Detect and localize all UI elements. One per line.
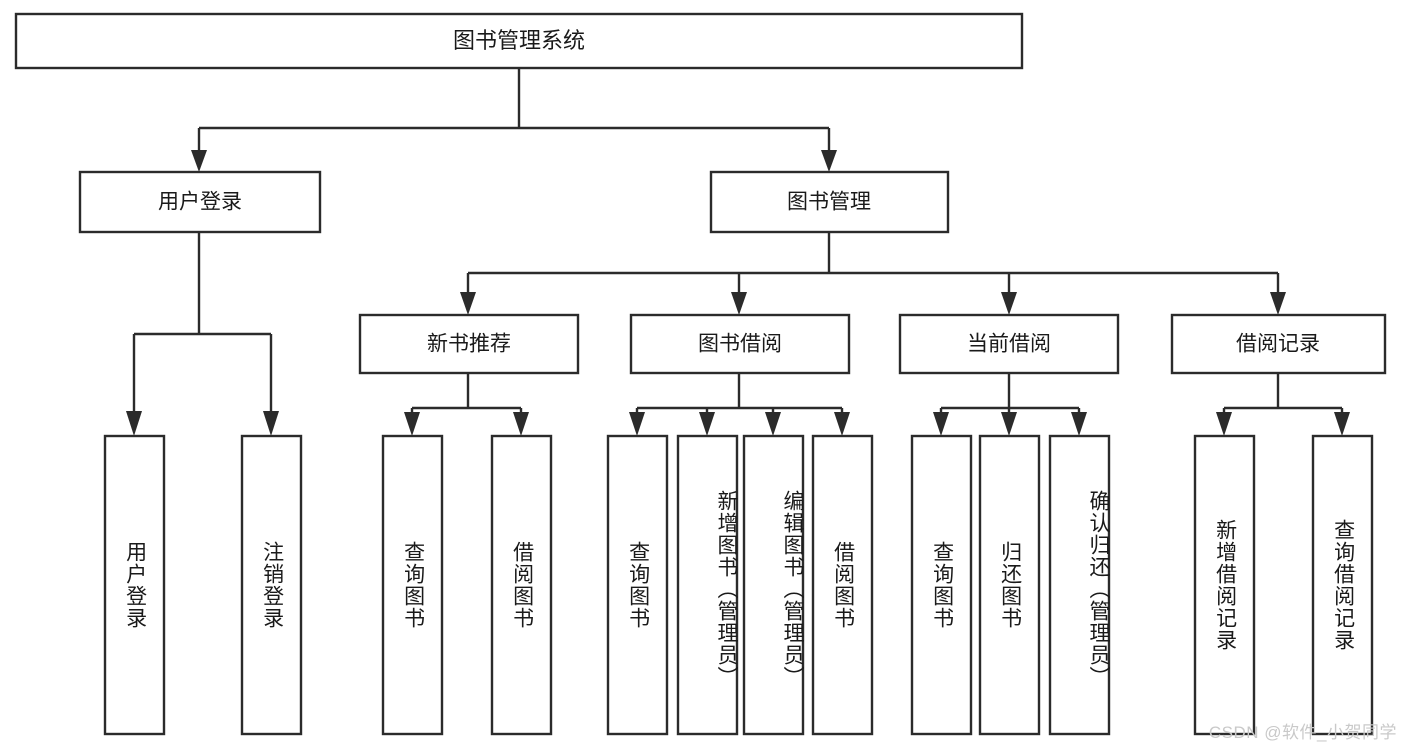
leaf-box-query-record[interactable] — [1311, 434, 1374, 736]
node-user-login-box[interactable] — [78, 170, 322, 234]
node-borrow-record-box[interactable] — [1170, 313, 1387, 375]
arrow-head-leaf-add-record — [1216, 412, 1232, 436]
node-new-book-recommend-label: 新书推荐 — [427, 333, 511, 356]
arrow-head-borrow-record — [1270, 292, 1286, 315]
arrow-head-leaf-user-login — [126, 411, 142, 436]
node-book-borrow-box[interactable] — [629, 313, 851, 375]
node-new-book-recommend-box[interactable] — [358, 313, 580, 375]
leaf-box-user-login[interactable] — [103, 434, 166, 736]
connector-group-root — [191, 68, 837, 172]
node-book-manage-box[interactable] — [709, 170, 950, 234]
connector-group-user-login — [126, 232, 279, 436]
connector-group-new-book-recommend — [404, 373, 529, 436]
leaf-box-logout[interactable] — [240, 434, 303, 736]
leaf-box-add-book[interactable] — [676, 434, 739, 736]
node-current-borrow-box[interactable] — [898, 313, 1120, 375]
connector-group-borrow-record — [1216, 373, 1350, 436]
leaf-box-query-book-1[interactable] — [381, 434, 444, 736]
leaf-box-edit-book[interactable] — [742, 434, 805, 736]
node-current-borrow-label: 当前借阅 — [967, 333, 1051, 356]
leaf-box-add-record[interactable] — [1193, 434, 1256, 736]
arrow-head-user-login — [191, 150, 207, 172]
arrow-head-leaf-query-book-3 — [933, 412, 949, 436]
node-borrow-record-label: 借阅记录 — [1236, 333, 1320, 356]
arrow-head-leaf-return-book — [1001, 412, 1017, 436]
arrow-head-leaf-query-record — [1334, 412, 1350, 436]
node-user-login-label: 用户登录 — [158, 191, 242, 214]
arrow-head-current-borrow — [1001, 292, 1017, 315]
arrow-head-leaf-logout — [263, 411, 279, 436]
node-book-manage-label: 图书管理 — [787, 191, 871, 214]
watermark-text: CSDN @软件_小贺同学 — [1208, 723, 1397, 742]
node-book-borrow-label: 图书借阅 — [698, 333, 782, 356]
leaf-box-confirm-return[interactable] — [1048, 434, 1111, 736]
node-borrow-record[interactable]: 借阅记录 — [1170, 313, 1387, 375]
node-root[interactable]: 图书管理系统 — [14, 12, 1024, 70]
connector-group-book-manage — [460, 232, 1286, 315]
node-root-box[interactable] — [14, 12, 1024, 70]
node-new-book-recommend[interactable]: 新书推荐 — [358, 313, 580, 375]
arrow-head-book-borrow — [731, 292, 747, 315]
arrow-head-leaf-borrow-book-1 — [513, 412, 529, 436]
leaf-box-borrow-book-2[interactable] — [811, 434, 874, 736]
arrow-head-new-book-recommend — [460, 292, 476, 315]
arrow-head-leaf-confirm-return — [1071, 412, 1087, 436]
connector-group-current-borrow — [933, 373, 1087, 436]
arrow-head-leaf-edit-book — [765, 412, 781, 436]
arrow-head-leaf-query-book-1 — [404, 412, 420, 436]
arrow-head-leaf-add-book — [699, 412, 715, 436]
node-book-manage[interactable]: 图书管理 — [709, 170, 950, 234]
arrow-head-leaf-query-book-2 — [629, 412, 645, 436]
leaf-box-query-book-3[interactable] — [910, 434, 973, 736]
leaf-box-query-book-2[interactable] — [606, 434, 669, 736]
leaf-boxes — [103, 434, 1374, 736]
leaf-box-return-book[interactable] — [978, 434, 1041, 736]
node-book-borrow[interactable]: 图书借阅 — [629, 313, 851, 375]
connector-group-book-borrow — [629, 373, 850, 436]
node-user-login[interactable]: 用户登录 — [78, 170, 322, 234]
arrow-head-leaf-borrow-book-2 — [834, 412, 850, 436]
node-root-label: 图书管理系统 — [453, 28, 585, 53]
node-current-borrow[interactable]: 当前借阅 — [898, 313, 1120, 375]
arrow-head-book-manage — [821, 150, 837, 172]
leaf-box-borrow-book-1[interactable] — [490, 434, 553, 736]
